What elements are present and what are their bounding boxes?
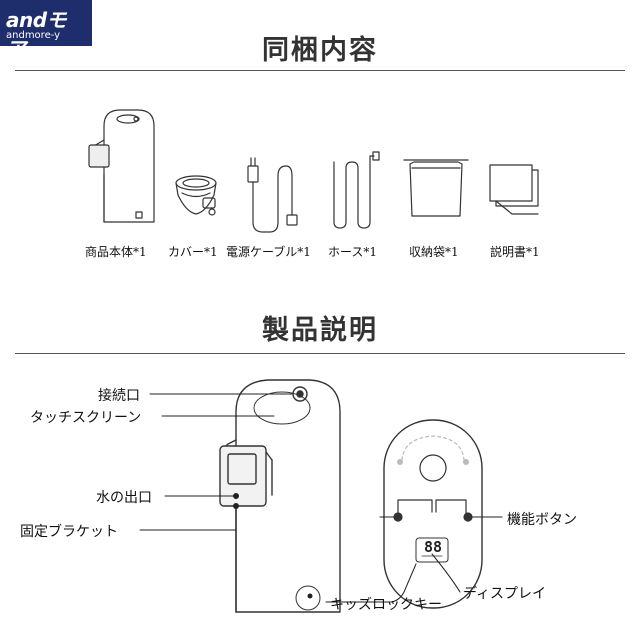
brand-logo-subtext: andmore-y xyxy=(6,30,61,41)
callout-display: ディスプレイ xyxy=(463,586,547,602)
callout-fixed-bracket: 固定ブラケット xyxy=(20,524,118,540)
label-power-cable: 電源ケーブル*1 xyxy=(226,245,311,259)
hose-illustration xyxy=(333,151,380,229)
display-digits: 88 xyxy=(423,538,443,556)
description-title: 製品説明 xyxy=(262,315,378,346)
label-manual: 説明書*1 xyxy=(490,245,540,259)
label-main-unit: 商品本体*1 xyxy=(85,245,147,259)
label-hose: ホース*1 xyxy=(328,245,378,259)
callout-function-button: 機能ボタン xyxy=(507,512,577,528)
leader-lines xyxy=(139,393,503,603)
callout-connection-port: 接続口 xyxy=(98,388,140,404)
contents-title: 同梱内容 xyxy=(262,35,378,66)
brand-logo-text: andモア. xyxy=(6,8,67,61)
control-panel xyxy=(383,419,483,609)
brand-logo: andモア. andmore-y xyxy=(0,0,92,61)
power-cable-illustration xyxy=(247,157,298,233)
product-diagram xyxy=(219,379,341,613)
cover-illustration xyxy=(175,175,217,216)
callout-child-lock-key: キッズロックキー xyxy=(330,597,442,613)
label-cover: カバー*1 xyxy=(168,245,218,259)
storage-bag-illustration xyxy=(403,159,469,217)
label-storage-bag: 収納袋*1 xyxy=(409,245,459,259)
callout-touch-screen: タッチスクリーン xyxy=(30,410,142,426)
contents-divider xyxy=(15,70,625,71)
manual-illustration xyxy=(489,164,539,215)
main-unit-illustration xyxy=(88,109,155,223)
callout-water-outlet: 水の出口 xyxy=(96,490,152,506)
leader-dots xyxy=(233,493,313,599)
description-divider xyxy=(15,353,625,354)
